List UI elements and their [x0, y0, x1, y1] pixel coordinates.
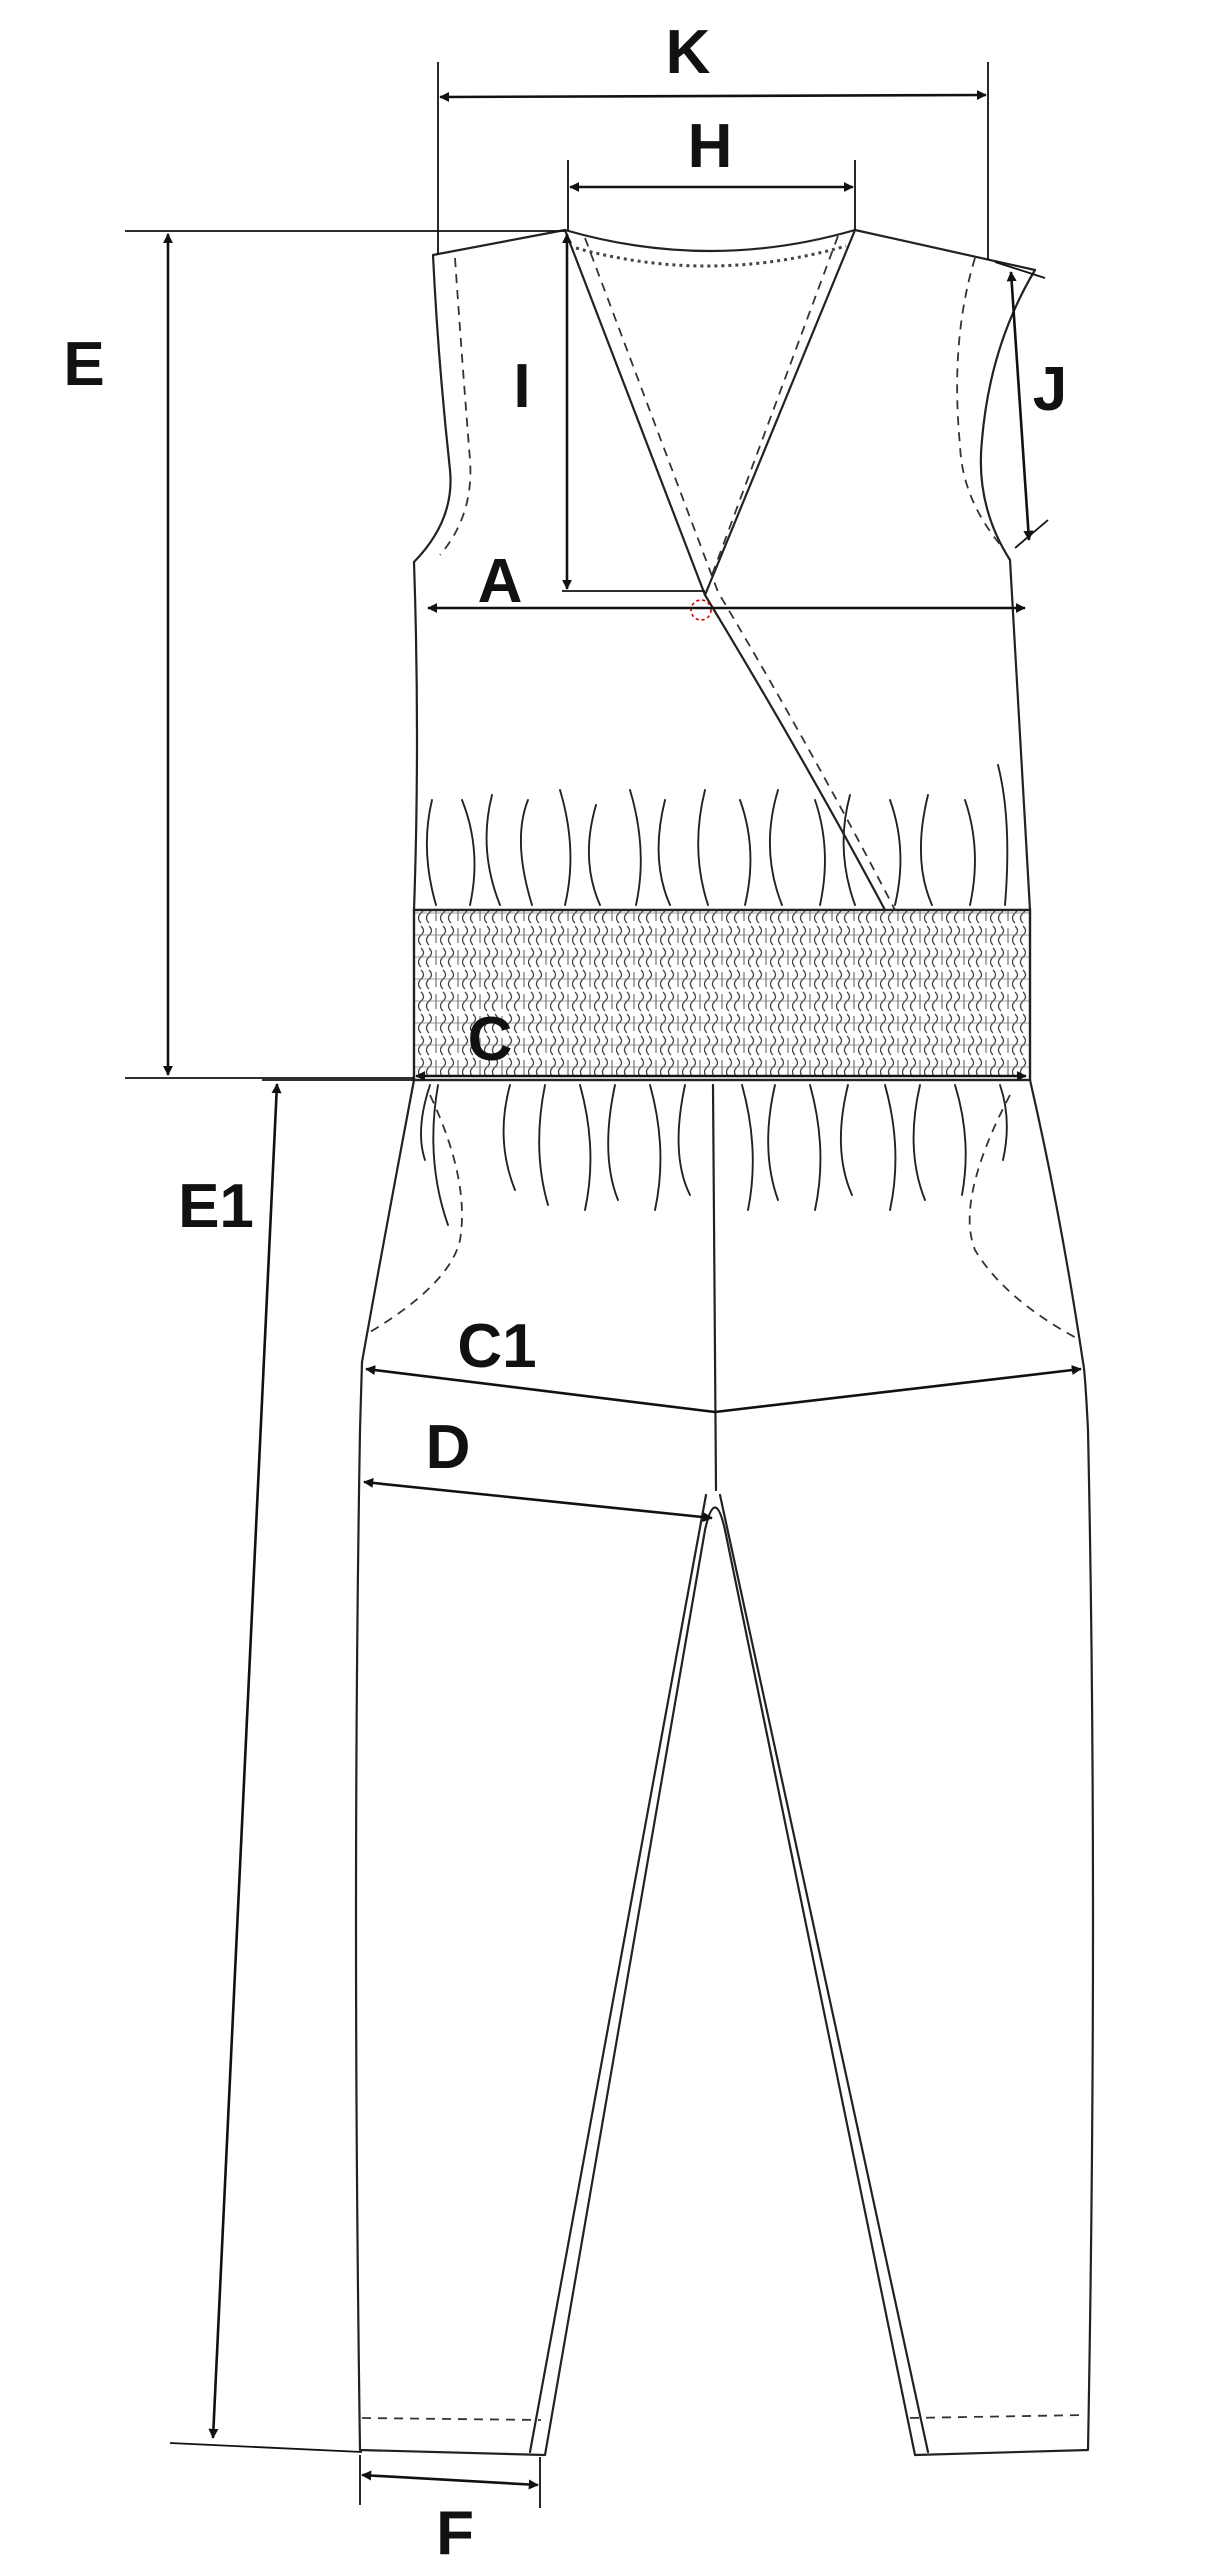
trouser-gathers — [420, 1084, 1008, 1226]
j-ext-top — [994, 261, 1046, 279]
label-e: E — [63, 330, 104, 399]
wrap-marker — [690, 599, 712, 621]
label-j: J — [1033, 355, 1067, 424]
label-h: H — [688, 112, 733, 181]
bodice-gathers — [425, 764, 1009, 906]
right-pocket-seam — [968, 1094, 1081, 1341]
right-armhole-seam — [956, 257, 1004, 549]
k-dimension-line — [439, 90, 987, 102]
trousers-outline — [354, 1078, 1095, 2457]
j-ext-bottom — [1014, 519, 1049, 549]
e1-ext-bottom — [169, 2442, 363, 2453]
label-c1: C1 — [457, 1312, 536, 1381]
c1-dimension-left — [365, 1365, 716, 1414]
label-d: D — [426, 1413, 471, 1482]
label-k: K — [666, 18, 711, 87]
right-hem-seam — [909, 2414, 1087, 2419]
label-e1: E1 — [178, 1172, 254, 1241]
measurement-labels: K H E I J A C E1 C1 D F — [63, 18, 1067, 2560]
wrap-back-seam — [711, 235, 839, 576]
wrap-front-seam — [584, 237, 896, 911]
c1-dimension-right — [714, 1365, 1082, 1414]
inseam-center-line — [711, 1083, 718, 1492]
j-dimension-line — [1006, 271, 1034, 541]
d-dimension-line — [363, 1477, 713, 1523]
wrap-front-edge — [563, 228, 887, 912]
neckline-back — [563, 228, 857, 253]
left-pocket-seam — [364, 1094, 463, 1336]
label-a: A — [478, 547, 523, 616]
e1-dimension-line — [208, 1083, 282, 2439]
label-c: C — [468, 1005, 513, 1074]
wrap-back-edge — [703, 228, 857, 597]
measurement-lines — [125, 62, 1082, 2508]
label-i: I — [513, 352, 530, 421]
neckline-binding — [575, 244, 847, 268]
label-f: F — [436, 2499, 474, 2560]
left-hem-seam — [361, 2417, 542, 2421]
left-inner-leg-line — [528, 1493, 708, 2454]
f-dimension-line — [361, 2470, 539, 2490]
trousers — [354, 1078, 1095, 2457]
left-armhole-seam — [439, 257, 472, 556]
right-inner-leg-line — [718, 1493, 930, 2454]
